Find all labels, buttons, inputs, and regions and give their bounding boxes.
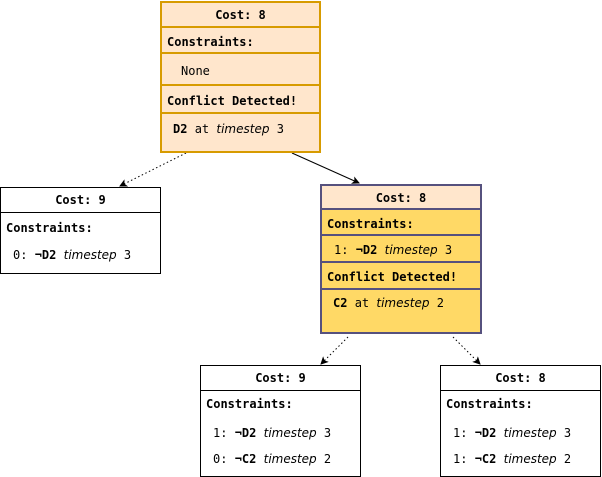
edge-mid-to-br (452, 336, 481, 365)
left-c1-ts-word: timestep (63, 248, 117, 262)
root-conflict-label: Conflict Detected! (162, 88, 319, 114)
mid-conflict-detail: C2 at timestep 2 (322, 292, 480, 314)
root-cost: Cost: 8 (162, 3, 319, 28)
bl-constraint-2: 0: ¬C2 timestep 2 (201, 446, 360, 472)
bl-constraint-1: 1: ¬D2 timestep 3 (201, 420, 360, 446)
mid-node: Cost: 8 Constraints: 1: ¬D2 timestep 3 C… (320, 184, 482, 334)
br-c1-ts: 3 (563, 426, 572, 440)
mid-conflict-ts: 2 (436, 296, 444, 310)
left-cost: Cost: 9 (1, 188, 160, 213)
left-c1-prefix: 0: (13, 248, 28, 262)
root-constraint-none-text: None (181, 64, 210, 78)
bottom-right-node: Cost: 8 Constraints: 1: ¬D2 timestep 3 1… (440, 365, 601, 477)
mid-conflict-agent: C2 (333, 296, 348, 310)
br-c2-ts-word: timestep (503, 452, 557, 466)
bl-c2-prefix: 0: (213, 452, 228, 466)
left-c1-agent: ¬D2 (34, 248, 57, 262)
root-constraints-label: Constraints: (162, 30, 319, 54)
bl-c1-ts: 3 (323, 426, 332, 440)
edge-root-to-left (119, 152, 187, 187)
mid-conflict-ts-word: timestep (376, 296, 430, 310)
br-c2-agent: ¬C2 (474, 452, 497, 466)
left-constraints-label: Constraints: (6, 221, 93, 235)
mid-constraints-label: Constraints: (322, 212, 480, 236)
br-c1-prefix: 1: (453, 426, 468, 440)
br-c2-ts: 2 (563, 452, 572, 466)
edge-mid-to-bl (320, 336, 349, 365)
root-conflict-detail: D2 at timestep 3 (162, 116, 319, 142)
edge-root-to-mid (291, 152, 360, 184)
br-constraint-2: 1: ¬C2 timestep 2 (441, 446, 600, 472)
br-constraints-label: Constraints: (446, 397, 533, 411)
root-conflict-ts: 3 (276, 122, 284, 136)
left-constraint-1: 0: ¬D2 timestep 3 (1, 242, 160, 268)
bottom-left-node: Cost: 9 Constraints: 1: ¬D2 timestep 3 0… (200, 365, 361, 477)
root-conflict-at: at (194, 122, 210, 136)
bl-constraints-label: Constraints: (206, 397, 293, 411)
mid-cost: Cost: 8 (322, 186, 480, 210)
mid-c1-prefix: 1: (334, 243, 349, 257)
root-node: Cost: 8 Constraints: None Conflict Detec… (160, 1, 321, 153)
mid-constraint-1: 1: ¬D2 timestep 3 (322, 238, 480, 263)
mid-c1-agent: ¬D2 (355, 243, 378, 257)
root-constraint-none: None (162, 56, 319, 86)
root-conflict-agent: D2 (173, 122, 188, 136)
br-c1-agent: ¬D2 (474, 426, 497, 440)
root-conflict-ts-word: timestep (216, 122, 270, 136)
left-c1-ts: 3 (123, 248, 132, 262)
bl-c2-ts: 2 (323, 452, 332, 466)
bl-cost: Cost: 9 (201, 366, 360, 391)
br-c2-prefix: 1: (453, 452, 468, 466)
bl-c1-prefix: 1: (213, 426, 228, 440)
bl-c2-agent: ¬C2 (234, 452, 257, 466)
bl-c2-ts-word: timestep (263, 452, 317, 466)
mid-c1-ts-word: timestep (384, 243, 438, 257)
br-constraint-1: 1: ¬D2 timestep 3 (441, 420, 600, 446)
bl-c1-agent: ¬D2 (234, 426, 257, 440)
mid-c1-ts: 3 (444, 243, 453, 257)
mid-conflict-label: Conflict Detected! (322, 265, 480, 290)
br-c1-ts-word: timestep (503, 426, 557, 440)
bl-c1-ts-word: timestep (263, 426, 317, 440)
mid-conflict-at: at (354, 296, 370, 310)
left-node: Cost: 9 Constraints: 0: ¬D2 timestep 3 (0, 187, 161, 274)
br-cost: Cost: 8 (441, 366, 600, 391)
